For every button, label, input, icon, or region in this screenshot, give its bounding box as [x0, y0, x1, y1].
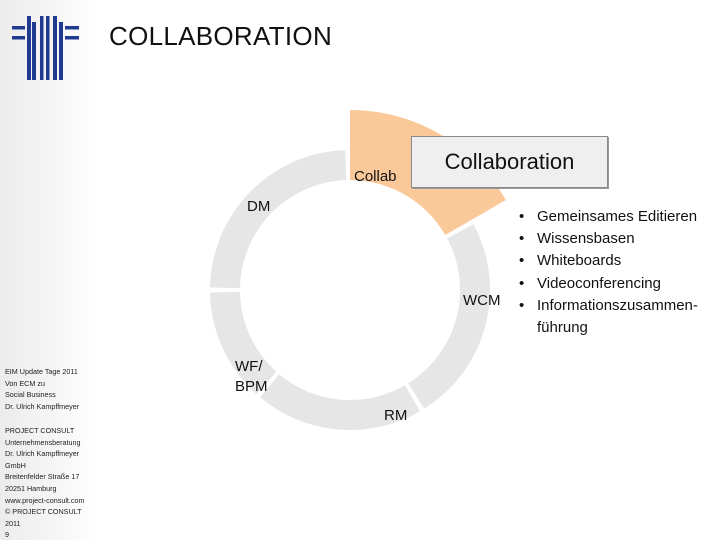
list-item-text: Videoconferencing	[537, 274, 661, 292]
bullet-icon: •	[519, 252, 525, 270]
company-line: 20251 Hamburg	[5, 483, 57, 493]
list-item-text: Gemeinsames Editieren	[537, 208, 698, 225]
ring-segment-dm	[210, 150, 347, 289]
segment-label-bpm-line: BPM	[235, 378, 268, 395]
company-line: Breitenfelder Straße 17	[5, 472, 80, 482]
feature-list: • Gemeinsames Editieren • Wissensbasen • Wh…	[516, 206, 698, 339]
company-line: www.project-consult.com	[5, 495, 85, 505]
segment-label-wf-bpm: WF/ BPM	[235, 357, 268, 397]
company-line: 9	[5, 530, 9, 540]
company-line: PROJECT CONSULT	[5, 426, 75, 435]
company-line: Unternehmensberatung	[5, 437, 81, 447]
event-info: EIM Update Tage 2011 Von ECM zu Social B…	[5, 366, 79, 412]
segment-label-rm: RM	[384, 407, 408, 424]
event-line: Dr. Ulrich Kampffmeyer	[5, 401, 80, 411]
event-line: Von ECM zu	[5, 378, 45, 388]
callout-label: Collaboration	[444, 149, 575, 174]
list-item: • Videoconferencing	[516, 273, 698, 295]
ring-segment-wf-bpm	[210, 291, 277, 395]
project-consult-logo-icon	[12, 16, 79, 80]
company-line: 2011	[5, 518, 21, 528]
company-line: © PROJECT CONSULT	[5, 507, 82, 517]
bullet-icon: •	[519, 296, 525, 314]
collaboration-callout: Collaboration	[411, 136, 608, 188]
segment-label-collab: Collab	[354, 168, 397, 185]
list-item: • Wissensbasen	[516, 228, 698, 250]
bullet-icon: •	[519, 274, 525, 292]
list-item-text: Wissensbasen	[537, 230, 635, 248]
list-item-text: Informationszusammen-	[537, 296, 698, 314]
segment-label-dm: DM	[247, 198, 271, 215]
company-line: GmbH	[5, 460, 26, 470]
sidebar: EIM Update Tage 2011 Von ECM zu Social B…	[0, 0, 96, 540]
event-line: Social Business	[5, 390, 56, 400]
segment-label-wf-line: WF/	[235, 358, 263, 375]
list-item-text: Whiteboards	[537, 252, 622, 270]
bullet-icon: •	[519, 230, 525, 248]
list-item: • Informationszusammen-führung	[516, 295, 698, 339]
bullet-icon: •	[519, 208, 525, 225]
ring-segment-rm	[260, 374, 420, 430]
company-info: PROJECT CONSULT Unternehmensberatung Dr.…	[5, 425, 85, 541]
company-line: Dr. Ulrich Kampffmeyer	[5, 449, 80, 459]
segment-label-wcm: WCM	[463, 292, 501, 309]
list-item: • Gemeinsames Editieren	[516, 206, 698, 228]
ring-segment-wcm	[408, 224, 491, 409]
page-title: COLLABORATION	[109, 21, 333, 51]
list-item-continuation: führung	[537, 319, 588, 337]
list-item: • Whiteboards	[516, 250, 698, 272]
event-line: EIM Update Tage 2011	[5, 367, 78, 376]
